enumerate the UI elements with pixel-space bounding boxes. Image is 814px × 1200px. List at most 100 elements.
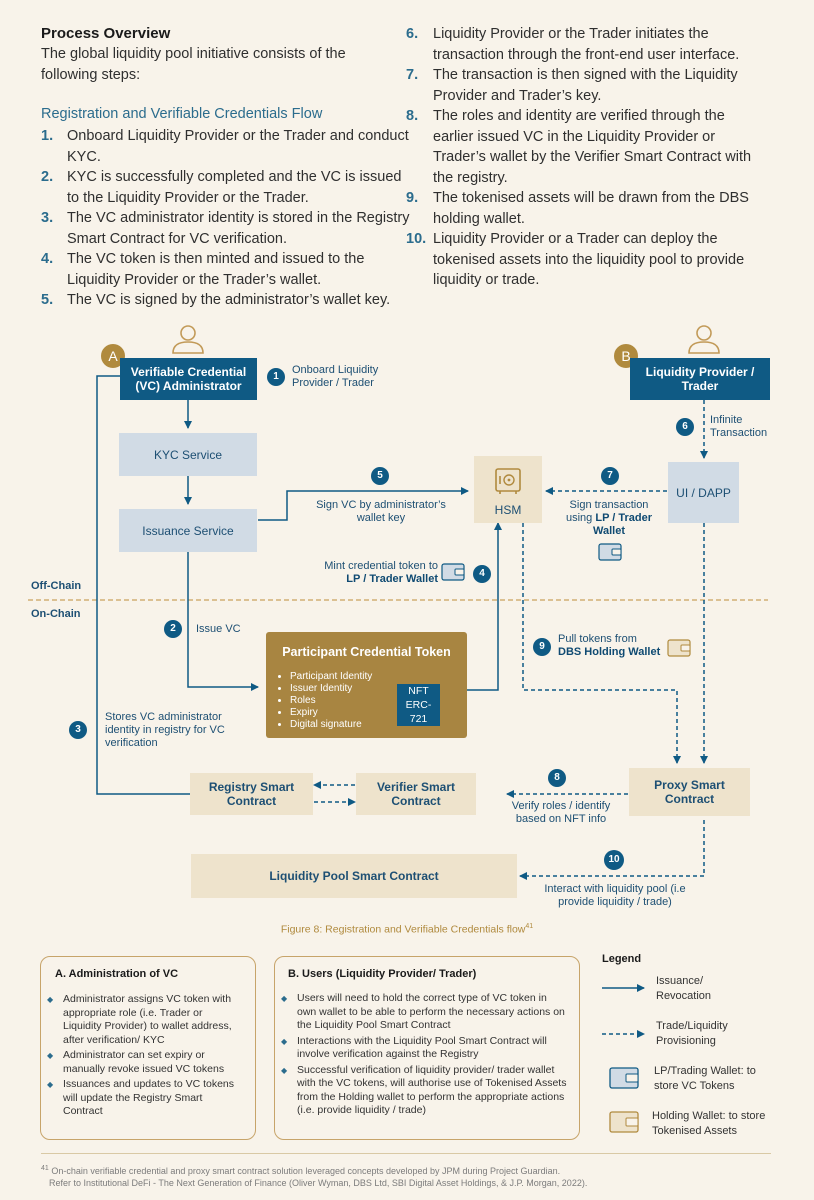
step-5-marker: 5	[371, 467, 389, 485]
off-chain-label: Off-Chain	[31, 580, 82, 592]
step-6-marker: 6	[676, 418, 694, 436]
step-text: The VC is signed by the administrator’s …	[67, 292, 391, 308]
figure-caption-text: Figure 8: Registration and Verifiable Cr…	[280, 923, 526, 936]
step-text: Liquidity Provider or the Trader initiat…	[433, 26, 740, 63]
footnote-divider	[41, 1153, 771, 1154]
step-1-label: Onboard Liquidity Provider / Trader	[292, 364, 379, 389]
pct-attribute-list: Participant IdentityIssuer IdentityRoles…	[266, 671, 467, 731]
panel-b-item: Successful verification of liquidity pro…	[275, 1064, 567, 1118]
step-number: 6.	[406, 26, 419, 42]
step-9-label-text: Pull tokens from	[558, 633, 637, 645]
ui-dapp-node: UI / DAPP	[668, 462, 739, 523]
step-7-marker: 7	[601, 467, 619, 485]
panel-b-title: B. Users (Liquidity Provider/ Trader)	[288, 968, 477, 980]
process-step: 1.Onboard Liquidity Provider or the Trad…	[41, 126, 413, 167]
pct-title: Participant Credential Token	[282, 645, 451, 659]
step-10-marker: 10	[604, 850, 624, 870]
step-text: Onboard Liquidity Provider or the Trader…	[67, 128, 409, 165]
pct-attribute: Digital signature	[290, 719, 467, 731]
figure-caption-footnote-ref: 41	[525, 923, 534, 930]
process-step: 8. The roles and identity are verified th…	[406, 106, 766, 188]
step-text: The tokenised assets will be drawn from …	[433, 190, 749, 227]
step-4-label-text: Mint credential token to	[324, 560, 438, 572]
footnote: 41 On-chain verifiable credential and pr…	[41, 1163, 781, 1189]
step-text: The roles and identity are verified thro…	[433, 108, 752, 186]
hsm-label: HSM	[494, 503, 522, 517]
step-2-marker: 2	[164, 620, 182, 638]
wallet-icon	[441, 563, 465, 581]
step-8-marker: 8	[548, 769, 566, 787]
legend-title: Legend	[602, 953, 642, 965]
person-icon	[172, 325, 204, 354]
step-number: 5.	[41, 292, 54, 308]
panel-b-item: Interactions with the Liquidity Pool Sma…	[275, 1035, 567, 1062]
step-5-label: Sign VC by administrator’s wallet key	[316, 499, 446, 524]
legend-lp-wallet-label: LP/Trading Wallet: to store VC Tokens	[654, 1065, 756, 1092]
process-step: 10. Liquidity Provider or a Trader can de…	[406, 229, 766, 291]
safe-icon	[495, 468, 521, 494]
step-9-marker: 9	[533, 638, 551, 656]
step-text: The transaction is then signed with the …	[433, 67, 738, 104]
step-number: 7.	[406, 67, 419, 83]
badge-b: B	[613, 343, 639, 369]
step-text: Liquidity Provider or a Trader can deplo…	[433, 231, 745, 288]
step-3-marker: 3	[69, 721, 87, 739]
panel-a-item: Administrator assigns VC token with appr…	[41, 993, 243, 1047]
step-number: 4.	[41, 251, 54, 267]
legend-issuance-label: Issuance/ Revocation	[656, 975, 712, 1002]
figure-caption: Figure 8: Registration and Verifiable Cr…	[0, 923, 814, 936]
wallet-icon	[609, 1067, 639, 1089]
wallet-icon	[598, 543, 622, 561]
nft-label: NFT	[408, 685, 429, 697]
process-step: 7. The transaction is then signed with th…	[406, 65, 766, 106]
steps-left-list: 1.Onboard Liquidity Provider or the Trad…	[41, 126, 413, 311]
registry-smart-contract-node: Registry Smart Contract	[190, 773, 313, 815]
process-step: 5. The VC is signed by the administrator’…	[41, 290, 413, 311]
legend-trade-label: Trade/Liquidity Provisioning	[656, 1020, 728, 1047]
intro-text: The global liquidity pool initiative con…	[41, 46, 346, 83]
step-9-label-bold: DBS Holding Wallet	[558, 646, 661, 658]
pct-attribute: Participant Identity	[290, 671, 467, 683]
nft-badge: NFT ERC-721	[397, 684, 440, 726]
verifier-smart-contract-node: Verifier Smart Contract	[356, 773, 476, 815]
step-number: 2.	[41, 169, 54, 185]
issuance-service-node: Issuance Service	[119, 509, 257, 552]
step-text: KYC is successfully completed and the VC…	[67, 169, 402, 206]
panel-a-item: Administrator can set expiry or manually…	[41, 1049, 243, 1076]
step-3-label: Stores VC administrator identity in regi…	[105, 711, 225, 749]
flow-heading: Registration and Verifiable Credentials …	[41, 106, 323, 122]
pct-attribute: Issuer Identity	[290, 683, 467, 695]
process-step: 4.The VC token is then minted and issued…	[41, 249, 413, 290]
panel-b-item: Users will need to hold the correct type…	[275, 992, 567, 1033]
step-4-marker: 4	[473, 565, 491, 583]
step-number: 9.	[406, 190, 419, 206]
person-icon	[688, 325, 720, 354]
liquidity-provider-node: Liquidity Provider / Trader	[630, 358, 770, 400]
process-step: 2. KYC is successfully completed and the …	[41, 167, 413, 208]
panel-a-item: Issuances and updates to VC tokens will …	[41, 1078, 243, 1119]
administration-of-vc-panel: A. Administration of VC Administrator as…	[40, 956, 256, 1140]
pct-attribute: Roles	[290, 695, 467, 707]
step-6-label: Infinite Transaction	[710, 414, 768, 439]
steps-right-list: 6. Liquidity Provider or the Trader initi…	[406, 24, 766, 291]
step-1-marker: 1	[267, 368, 285, 386]
step-2-label: Issue VC	[196, 623, 241, 635]
step-7-label-bold: LP / Trader Wallet	[593, 512, 652, 537]
process-step: 3.The VC administrator identity is store…	[41, 208, 413, 249]
panel-a-title: A. Administration of VC	[55, 968, 179, 980]
pct-attribute: Expiry	[290, 707, 467, 719]
erc-label: ERC-721	[405, 699, 432, 725]
step-number: 8.	[406, 108, 419, 124]
wallet-icon	[667, 639, 691, 657]
vc-administrator-node: Verifiable Credential (VC) Administrator	[120, 358, 257, 400]
process-step: 6. Liquidity Provider or the Trader initi…	[406, 24, 766, 65]
kyc-service-node: KYC Service	[119, 433, 257, 476]
step-9-label: Pull tokens from DBS Holding Wallet	[558, 633, 668, 659]
step-text: The VC administrator identity is stored …	[67, 210, 410, 247]
step-number: 10.	[406, 231, 427, 247]
step-7-label-text: Sign transaction using	[565, 499, 649, 524]
step-8-label: Verify roles / identify based on NFT inf…	[511, 800, 611, 825]
step-4-label: Mint credential token to LP / Trader Wal…	[304, 560, 438, 586]
panel-a-list: Administrator assigns VC token with appr…	[41, 993, 255, 1119]
